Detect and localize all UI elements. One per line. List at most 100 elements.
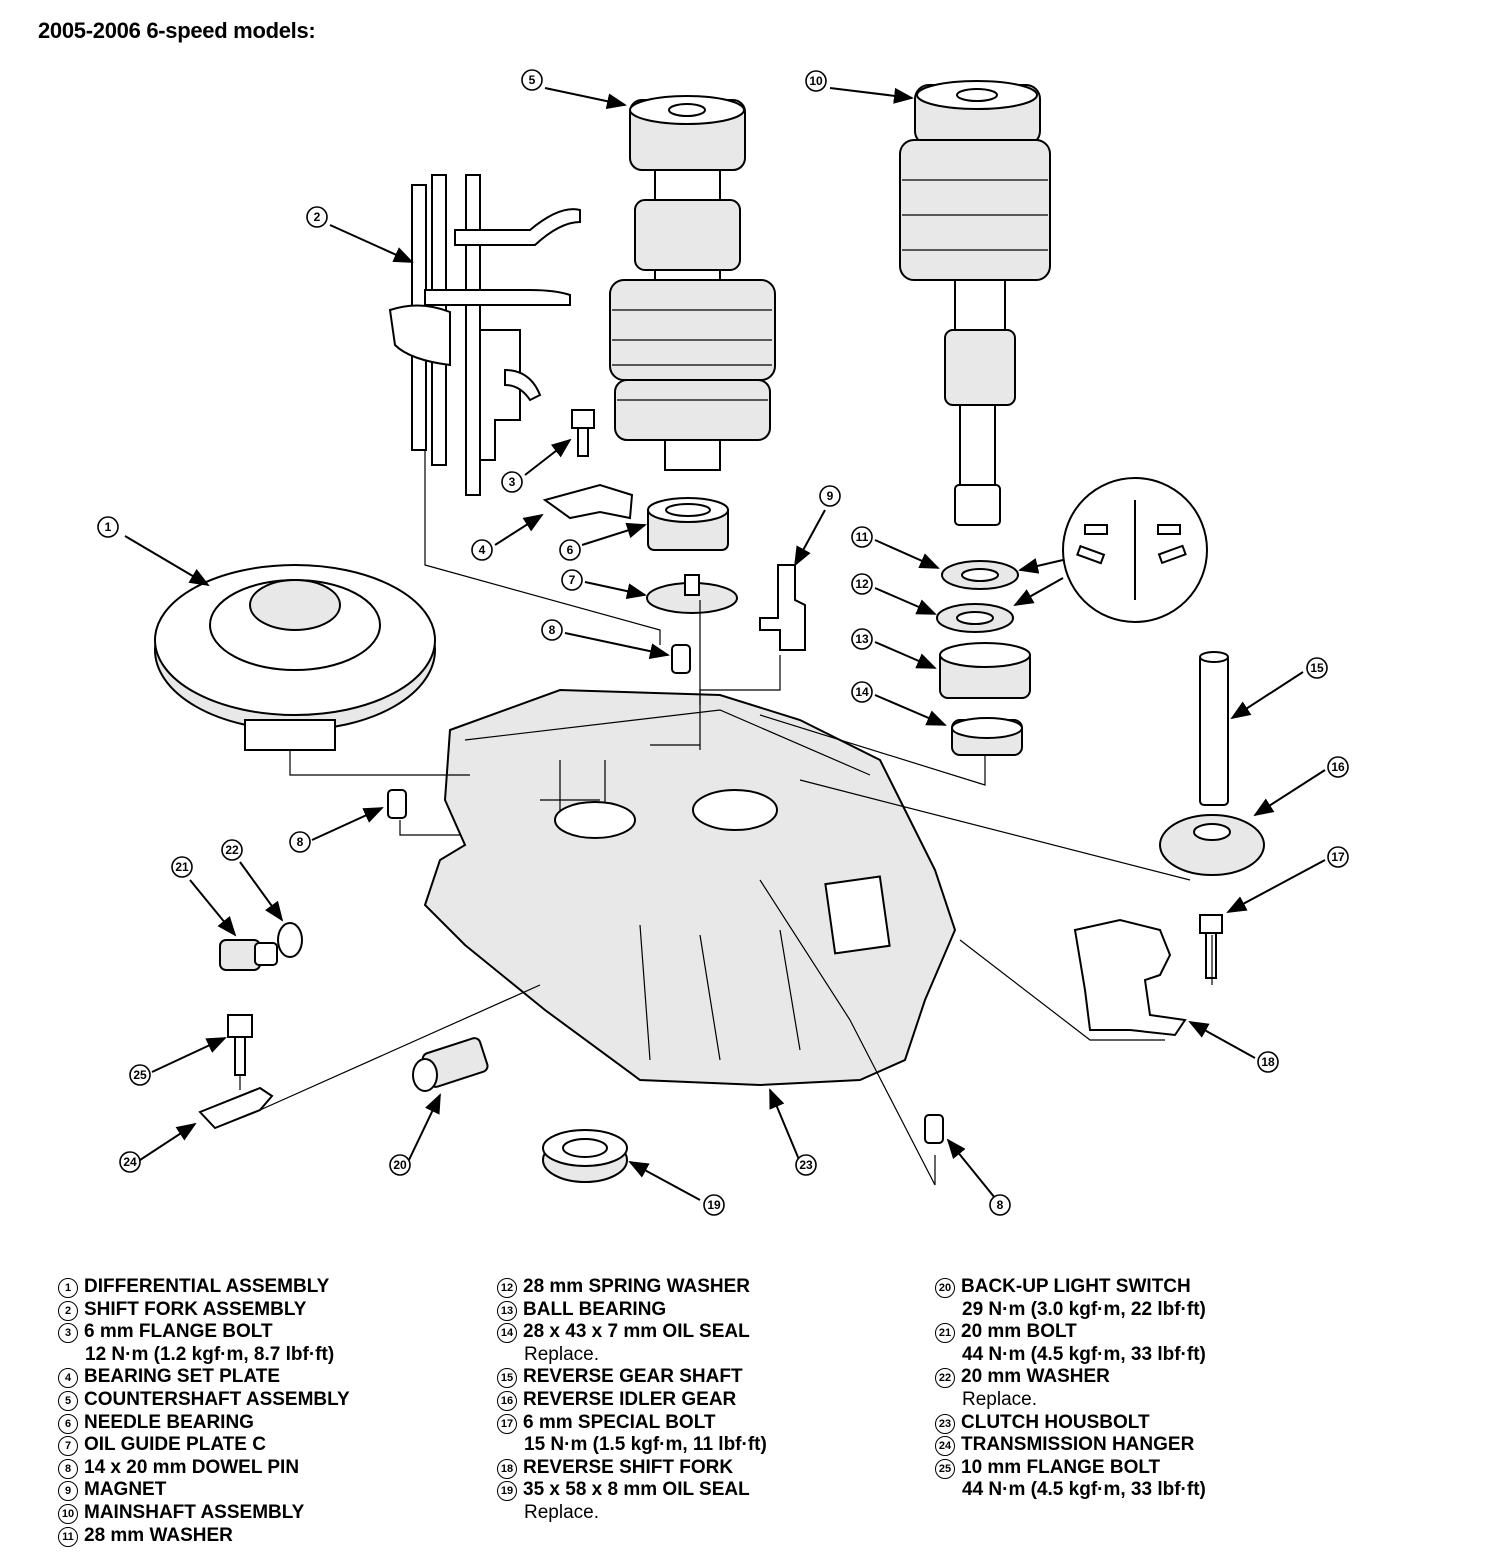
back-up-light-switch-drawing [412, 1037, 489, 1092]
reverse-shift-fork-drawing [1073, 918, 1187, 1037]
svg-text:8: 8 [297, 835, 304, 849]
svg-text:21: 21 [175, 860, 189, 874]
countershaft-assembly-drawing [609, 95, 776, 471]
reverse-gear-shaft-drawing [1199, 651, 1229, 806]
flange-bolt-6mm-drawing [571, 409, 595, 457]
callout-12: 12 [851, 573, 873, 595]
svg-text:7: 7 [569, 573, 576, 587]
bolt-20mm-drawing [219, 939, 278, 971]
svg-text:16: 16 [1331, 760, 1345, 774]
svg-text:5: 5 [529, 73, 536, 87]
reverse-idler-gear-drawing [1159, 814, 1265, 876]
svg-text:19: 19 [707, 1198, 721, 1212]
oil-seal-35x58-drawing [542, 1129, 628, 1183]
transmission-hanger-drawing [198, 1086, 274, 1130]
callout-19: 19 [703, 1194, 725, 1216]
svg-text:10: 10 [809, 74, 823, 88]
needle-bearing-drawing [647, 497, 729, 551]
callout-20: 20 [389, 1154, 411, 1176]
alignment-lines [239, 450, 1213, 1186]
mainshaft-washers-drawing [936, 560, 1031, 756]
callout-16: 16 [1327, 756, 1349, 778]
special-bolt-6mm-drawing [1199, 914, 1223, 979]
callout-4: 4 [471, 539, 493, 561]
callout-8-upper: 8 [541, 619, 563, 641]
callout-7: 7 [561, 569, 583, 591]
callout-6: 6 [559, 539, 581, 561]
callout-3: 3 [501, 471, 523, 493]
callout-18: 18 [1257, 1051, 1279, 1073]
svg-text:9: 9 [827, 489, 834, 503]
magnet-drawing [759, 564, 806, 651]
oil-guide-plate-drawing [646, 574, 738, 614]
washer-20mm-drawing [277, 922, 303, 958]
svg-text:8: 8 [997, 1198, 1004, 1212]
svg-text:22: 22 [225, 843, 239, 857]
page-title: 2005-2006 6-speed models: [38, 18, 316, 43]
svg-text:11: 11 [856, 530, 869, 544]
callout-10: 10 [805, 70, 827, 92]
mainshaft-assembly-drawing [899, 80, 1051, 526]
exploded-view-diagram: 1 2 3 4 5 6 7 8 8 8 9 10 11 12 13 14 15 … [97, 69, 1349, 1216]
dowel-pin-left-drawing [387, 789, 407, 819]
svg-text:20: 20 [393, 1158, 407, 1172]
svg-text:23: 23 [799, 1158, 813, 1172]
dowel-pin-lower-drawing [924, 1114, 944, 1144]
callout-1: 1 [97, 516, 119, 538]
svg-text:14: 14 [855, 685, 869, 699]
callout-14: 14 [851, 681, 873, 703]
svg-text:2: 2 [314, 210, 321, 224]
svg-text:3: 3 [509, 475, 516, 489]
svg-text:1: 1 [105, 520, 112, 534]
svg-text:25: 25 [133, 1068, 147, 1082]
differential-assembly-drawing [154, 564, 436, 751]
callout-8-lower: 8 [989, 1194, 1011, 1216]
callout-2: 2 [306, 206, 328, 228]
callout-5: 5 [521, 69, 543, 91]
callout-23: 23 [795, 1154, 817, 1176]
callout-22: 22 [221, 839, 243, 861]
svg-text:17: 17 [1331, 850, 1345, 864]
svg-text:12: 12 [855, 577, 869, 591]
callout-13: 13 [851, 628, 873, 650]
bearing-set-plate-drawing [542, 483, 634, 520]
callout-21: 21 [171, 856, 193, 878]
leader-lines [124, 87, 1326, 1201]
svg-text:18: 18 [1261, 1055, 1275, 1069]
callout-11: 11 [851, 526, 873, 548]
dowel-pin-upper-drawing [671, 644, 691, 674]
svg-text:24: 24 [123, 1155, 137, 1169]
flange-bolt-10mm-drawing [227, 1014, 253, 1076]
svg-text:6: 6 [567, 543, 574, 557]
shift-fork-assembly-drawing [388, 174, 581, 496]
callout-25: 25 [129, 1064, 151, 1086]
svg-text:4: 4 [479, 543, 486, 557]
svg-text:8: 8 [549, 623, 556, 637]
callout-8-left: 8 [289, 831, 311, 853]
